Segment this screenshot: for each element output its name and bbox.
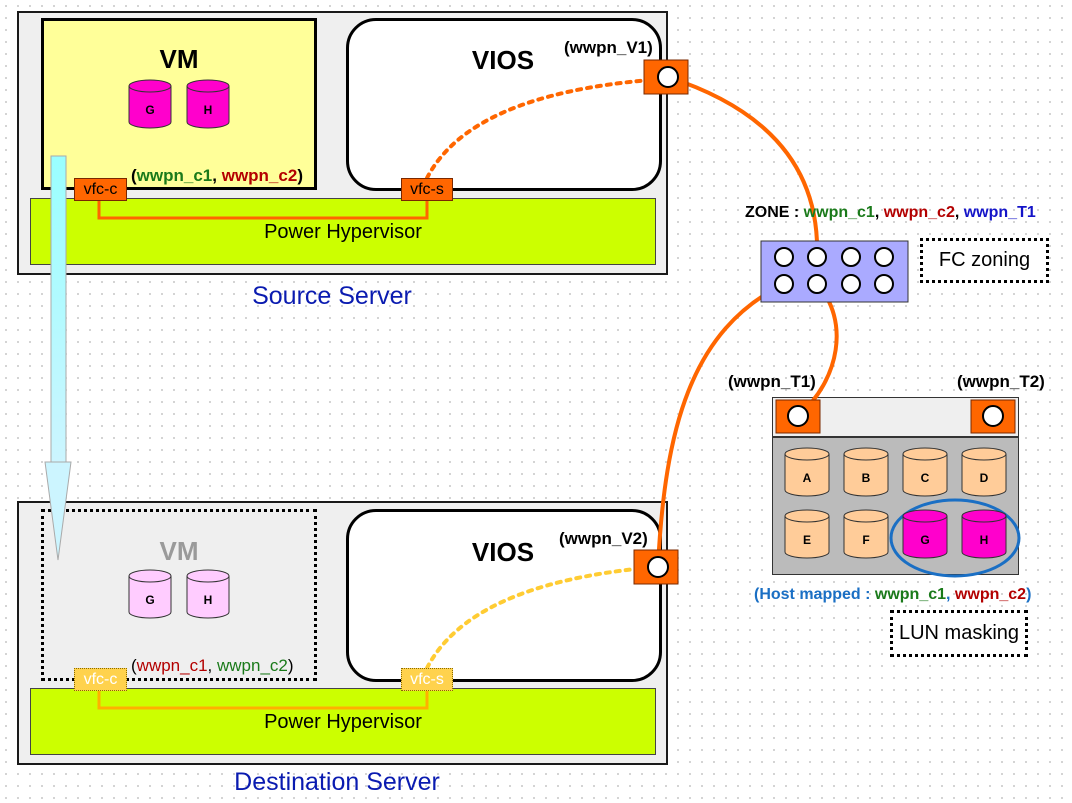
destination-wwpn-c2: wwpn_c2 bbox=[217, 656, 288, 675]
source-wwpn-c1: wwpn_c1 bbox=[136, 166, 213, 185]
host-mapped-wwpn-c2: wwpn_c2 bbox=[954, 586, 1027, 603]
host-mapped-label: (Host mapped : wwpn_c1, wwpn_c2) bbox=[754, 586, 1032, 603]
source-virtual-cable bbox=[425, 78, 652, 180]
destination-disk-icon-h-label: H bbox=[204, 593, 213, 607]
storage-disk-icon-f: F bbox=[843, 509, 889, 559]
source-vfc-s-port[interactable]: vfc-s bbox=[401, 178, 453, 201]
destination-vios-title: VIOS bbox=[471, 537, 535, 567]
destination-vfc-s-port[interactable]: vfc-s bbox=[401, 668, 453, 691]
storage-disk-icon-b: B bbox=[843, 447, 889, 497]
source-vm-title: VM bbox=[159, 44, 199, 74]
destination-vios-box bbox=[346, 509, 662, 682]
destination-virtual-cable bbox=[425, 566, 647, 670]
destination-power-hypervisor bbox=[30, 688, 656, 755]
source-hypervisor-label: Power Hypervisor bbox=[264, 221, 422, 243]
source-vios-title: VIOS bbox=[471, 45, 535, 75]
destination-hypervisor-link bbox=[97, 690, 429, 710]
storage-disk-icon-g: G bbox=[902, 509, 948, 559]
storage-disk-icon-b-label: B bbox=[862, 471, 871, 485]
zone-wwpn-c2: wwpn_c2 bbox=[883, 204, 955, 221]
storage-disk-icon-h: H bbox=[961, 509, 1007, 559]
storage-disk-icon-c: C bbox=[902, 447, 948, 497]
storage-port-t2-label: (wwpn_T2) bbox=[957, 372, 1045, 391]
fc-switch-icon bbox=[760, 240, 909, 303]
vios-port-v2-label: (wwpn_V2) bbox=[559, 529, 648, 548]
storage-disk-icon-c-label: C bbox=[921, 471, 930, 485]
destination-disk-icon-g: G bbox=[128, 569, 172, 619]
zone-wwpn-t1: wwpn_T1 bbox=[963, 204, 1036, 221]
source-disk-icon-h-label: H bbox=[204, 103, 213, 117]
host-mapped-wwpn-c1: wwpn_c1 bbox=[874, 586, 947, 603]
vios-port-v1-icon bbox=[643, 59, 689, 95]
destination-disk-icon-h: H bbox=[186, 569, 230, 619]
migration-arrow-icon bbox=[44, 155, 72, 561]
destination-vfc-c-port[interactable]: vfc-c bbox=[74, 668, 127, 691]
destination-disk-icon-g-label: G bbox=[145, 593, 154, 607]
source-vm-wwpn-label: (wwpn_c1, wwpn_c2) bbox=[131, 166, 303, 185]
source-vm-box bbox=[41, 18, 317, 190]
source-hypervisor-link bbox=[97, 200, 429, 220]
storage-disk-icon-e: E bbox=[784, 509, 830, 559]
destination-vm-wwpn-label: (wwpn_c1, wwpn_c2) bbox=[131, 656, 294, 675]
fc-cable-v1-to-switch bbox=[667, 75, 820, 258]
destination-vm-title: VM bbox=[159, 536, 199, 566]
fc-cable-v2-to-switch bbox=[656, 282, 785, 567]
storage-disk-icon-h-label: H bbox=[980, 533, 989, 547]
disk-layer: G H G H A B C D E F G H bbox=[128, 79, 1007, 619]
fc-cable-switch-to-t1 bbox=[796, 282, 839, 418]
storage-disk-icon-a: A bbox=[784, 447, 830, 497]
source-disk-icon-h: H bbox=[186, 79, 230, 129]
source-vios-box bbox=[346, 18, 662, 191]
storage-disk-icon-f-label: F bbox=[862, 533, 869, 547]
source-wwpn-c2: wwpn_c2 bbox=[221, 166, 298, 185]
destination-vm-box bbox=[41, 509, 317, 681]
fc-zoning-box: FC zoning bbox=[920, 238, 1049, 283]
zone-label: ZONE : wwpn_c1, wwpn_c2, wwpn_T1 bbox=[745, 204, 1036, 221]
destination-hypervisor-label: Power Hypervisor bbox=[264, 711, 422, 733]
source-power-hypervisor bbox=[30, 198, 656, 265]
source-disk-icon-g-label: G bbox=[145, 103, 154, 117]
lun-masking-box: LUN masking bbox=[890, 610, 1028, 657]
storage-port-t2-icon bbox=[970, 399, 1016, 434]
storage-disk-icon-g-label: G bbox=[920, 533, 929, 547]
storage-disk-icon-d: D bbox=[961, 447, 1007, 497]
storage-disk-icon-a-label: A bbox=[803, 471, 812, 485]
host-mapped-ellipse bbox=[889, 498, 1021, 578]
destination-server-title: Destination Server bbox=[234, 768, 440, 796]
storage-disk-icon-e-label: E bbox=[803, 533, 811, 547]
source-disk-icon-g: G bbox=[128, 79, 172, 129]
destination-wwpn-c1: wwpn_c1 bbox=[136, 656, 208, 675]
vios-port-v2-icon bbox=[633, 549, 679, 585]
storage-port-t1-icon bbox=[775, 399, 821, 434]
vios-port-v1-label: (wwpn_V1) bbox=[564, 38, 653, 57]
storage-disk-icon-d-label: D bbox=[980, 471, 989, 485]
source-server-title: Source Server bbox=[252, 282, 412, 310]
source-vfc-c-port[interactable]: vfc-c bbox=[74, 178, 127, 201]
zone-wwpn-c1: wwpn_c1 bbox=[803, 204, 875, 221]
storage-port-t1-label: (wwpn_T1) bbox=[728, 372, 816, 391]
